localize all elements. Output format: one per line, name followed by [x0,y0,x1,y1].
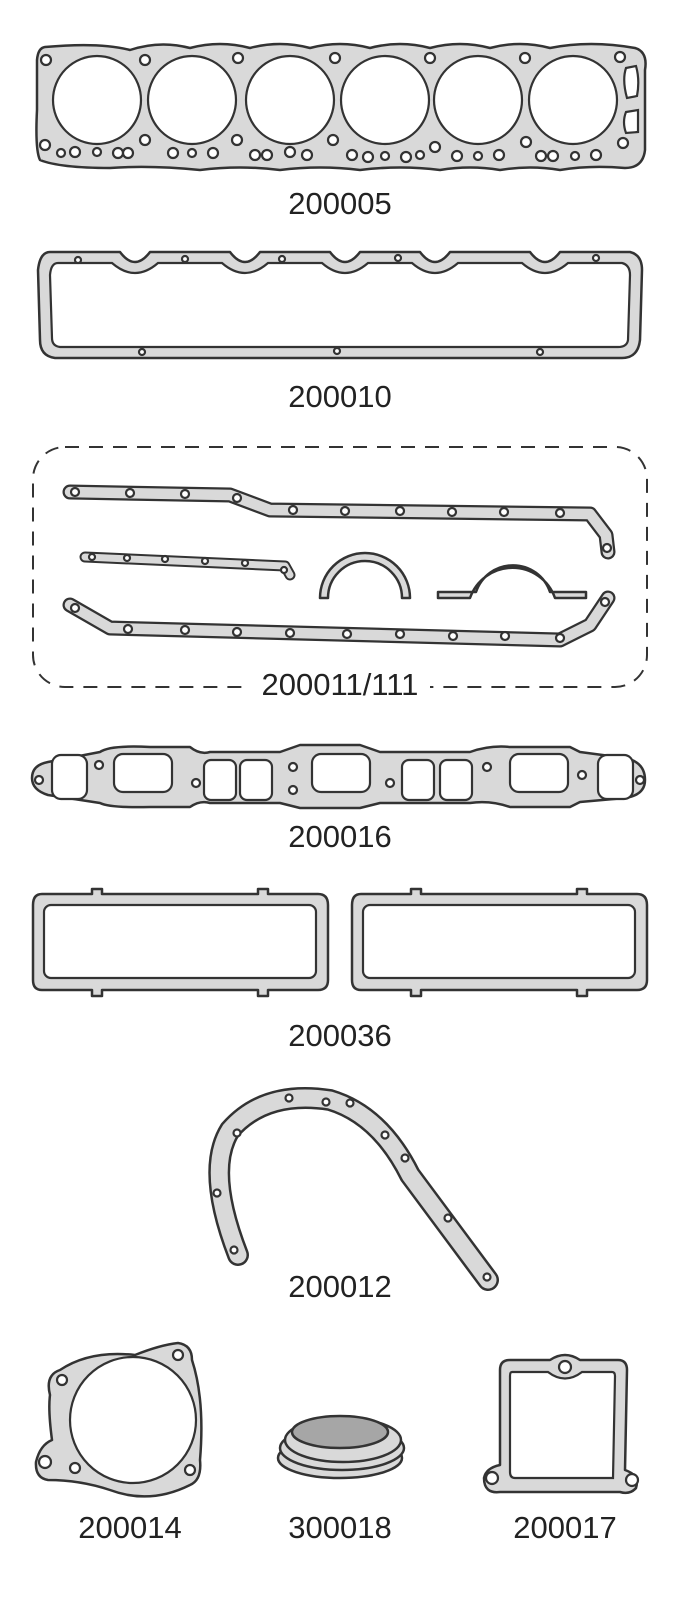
timing-cover-gasket [208,1087,499,1291]
part-label: 200010 [220,379,460,415]
water-pump-gasket [34,1341,203,1498]
part-label: 300018 [220,1510,460,1546]
oil-pan-set [32,446,648,688]
part-label: 200016 [220,819,460,855]
thermostat-gasket [482,1353,640,1495]
part-label: 200011/111 [250,667,430,703]
valve-cover-gasket [36,250,644,360]
part-label: 200005 [220,186,460,222]
seal [276,1414,406,1480]
side-cover-gaskets [31,887,649,998]
part-label: 200014 [10,1510,250,1546]
part-label: 200036 [220,1018,460,1054]
head-gasket [35,42,647,172]
part-label: 200017 [445,1510,685,1546]
manifold-gasket [30,743,647,810]
part-label: 200012 [220,1269,460,1305]
